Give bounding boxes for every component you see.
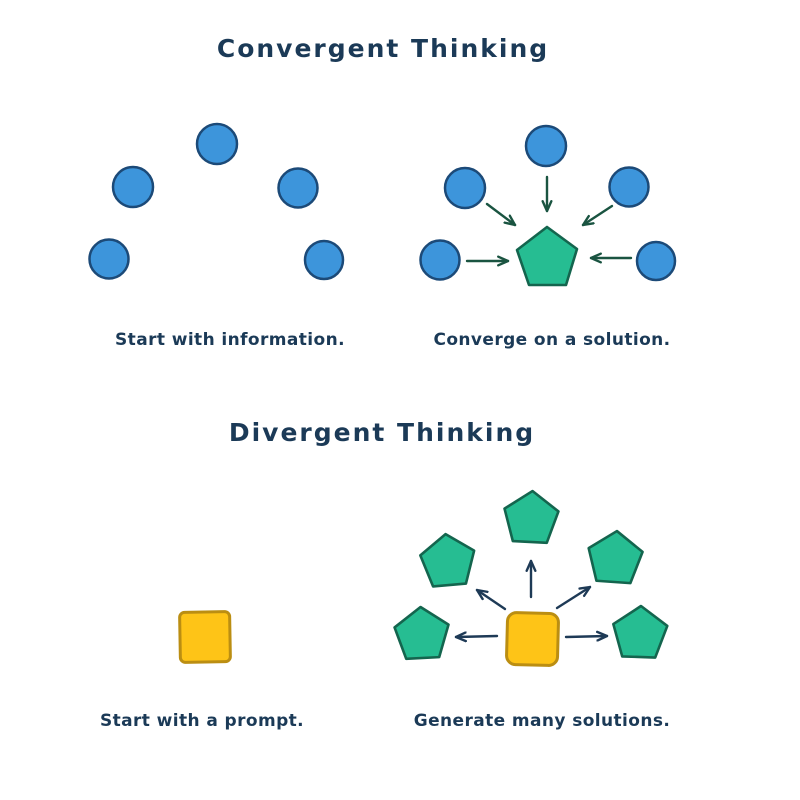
generated-pentagon — [503, 489, 560, 545]
information-circle — [635, 240, 677, 282]
information-circle — [419, 239, 461, 281]
divergent-left-caption: Start with a prompt. — [99, 711, 305, 731]
information-circle — [524, 124, 568, 168]
convergent-right-cluster — [419, 124, 677, 287]
converge-arrow-from-upper-left — [485, 202, 517, 227]
information-circle — [277, 167, 319, 209]
generated-pentagon — [419, 532, 476, 588]
information-circle — [303, 239, 345, 281]
convergent-right-caption: Converge on a solution. — [433, 330, 671, 350]
diverge-arrow-upper-left — [475, 588, 507, 611]
prompt-square — [505, 611, 560, 667]
prompt-square — [178, 610, 232, 664]
generated-pentagon — [612, 604, 669, 659]
divergent-right-caption: Generate many solutions. — [413, 711, 671, 731]
convergent-left-cluster — [88, 122, 345, 281]
divergent-left-cluster — [178, 610, 232, 664]
divergent-right-cluster — [393, 489, 669, 667]
information-circle — [195, 122, 239, 166]
diverge-arrow-right — [564, 636, 609, 637]
generated-pentagon — [393, 605, 450, 661]
diverge-arrow-upper-right — [555, 585, 592, 610]
convergent-left-caption: Start with information. — [115, 330, 345, 350]
information-circle — [88, 238, 130, 280]
solution-pentagon — [515, 225, 579, 287]
convergent-title: Convergent Thinking — [216, 34, 550, 63]
converge-arrow-from-upper-right — [581, 204, 614, 227]
generated-pentagon — [587, 529, 644, 585]
divergent-title: Divergent Thinking — [228, 418, 536, 447]
information-circle — [111, 165, 155, 209]
information-circle — [608, 166, 650, 208]
information-circle — [443, 166, 487, 210]
diverge-arrow-left — [454, 636, 499, 637]
